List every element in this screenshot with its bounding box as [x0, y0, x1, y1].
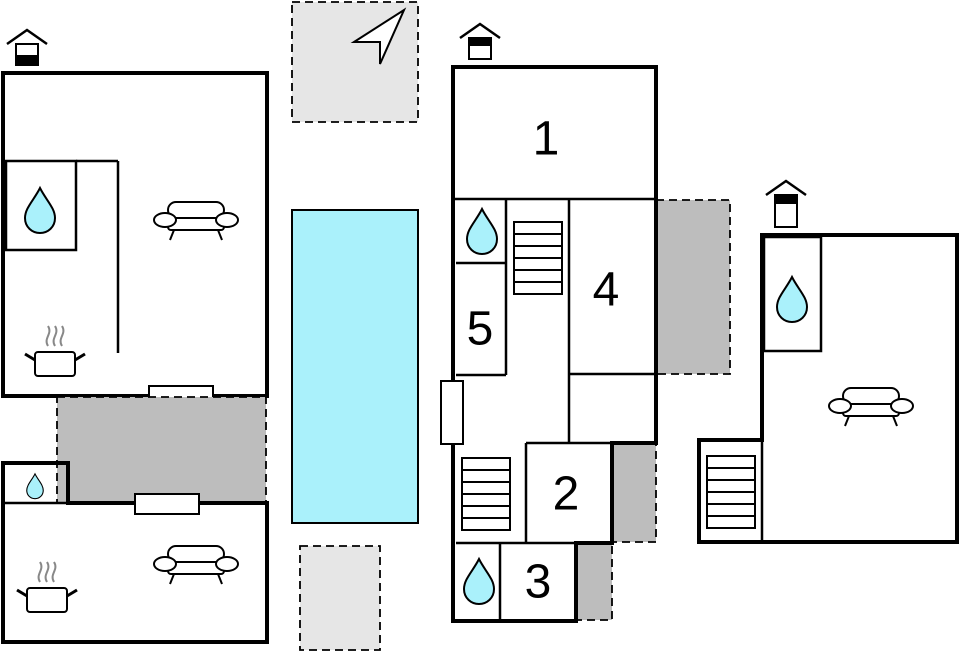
left-lower-window [134, 493, 200, 515]
water-drop-icon [463, 558, 495, 605]
terrace-middle-right [655, 199, 731, 375]
room-2-label: 2 [553, 468, 580, 521]
left-building-upper [1, 71, 269, 407]
right-bathroom [762, 235, 823, 353]
left-upper-outline [1, 71, 269, 398]
left-lower-outline [1, 461, 269, 644]
water-drop-icon [776, 276, 808, 323]
room-3-label: 3 [525, 556, 552, 609]
cooking-pot-icon [23, 324, 87, 378]
middle-door [440, 380, 464, 445]
left-building-lower [1, 461, 269, 644]
terrace-middle-bottom [575, 542, 613, 621]
terrace-left [56, 396, 267, 504]
swimming-pool [291, 209, 419, 524]
water-drop-icon [466, 208, 498, 255]
room-1-label: 1 [533, 113, 560, 166]
floor-level-house-icon [459, 22, 501, 60]
stairs-icon [513, 221, 563, 295]
right-building [697, 233, 959, 544]
water-drop-icon [24, 187, 56, 234]
room-5-label: 5 [467, 303, 494, 356]
floor-level-house-icon [6, 28, 48, 66]
middle-building: 1 2 3 4 5 [440, 65, 731, 623]
stairs-icon [461, 457, 511, 531]
cooking-pot-icon [15, 560, 79, 614]
sofa-icon [828, 387, 914, 427]
north-arrow-icon [350, 7, 407, 65]
garden-bottom [299, 545, 381, 651]
sofa-icon [153, 201, 239, 241]
left-upper-bathroom [4, 159, 78, 252]
floor-level-house-icon [765, 179, 807, 228]
sofa-icon [153, 545, 239, 585]
stairs-icon [706, 455, 756, 529]
water-drop-icon [26, 473, 44, 500]
terrace-middle-lower [611, 442, 657, 543]
room-4-label: 4 [593, 264, 620, 317]
